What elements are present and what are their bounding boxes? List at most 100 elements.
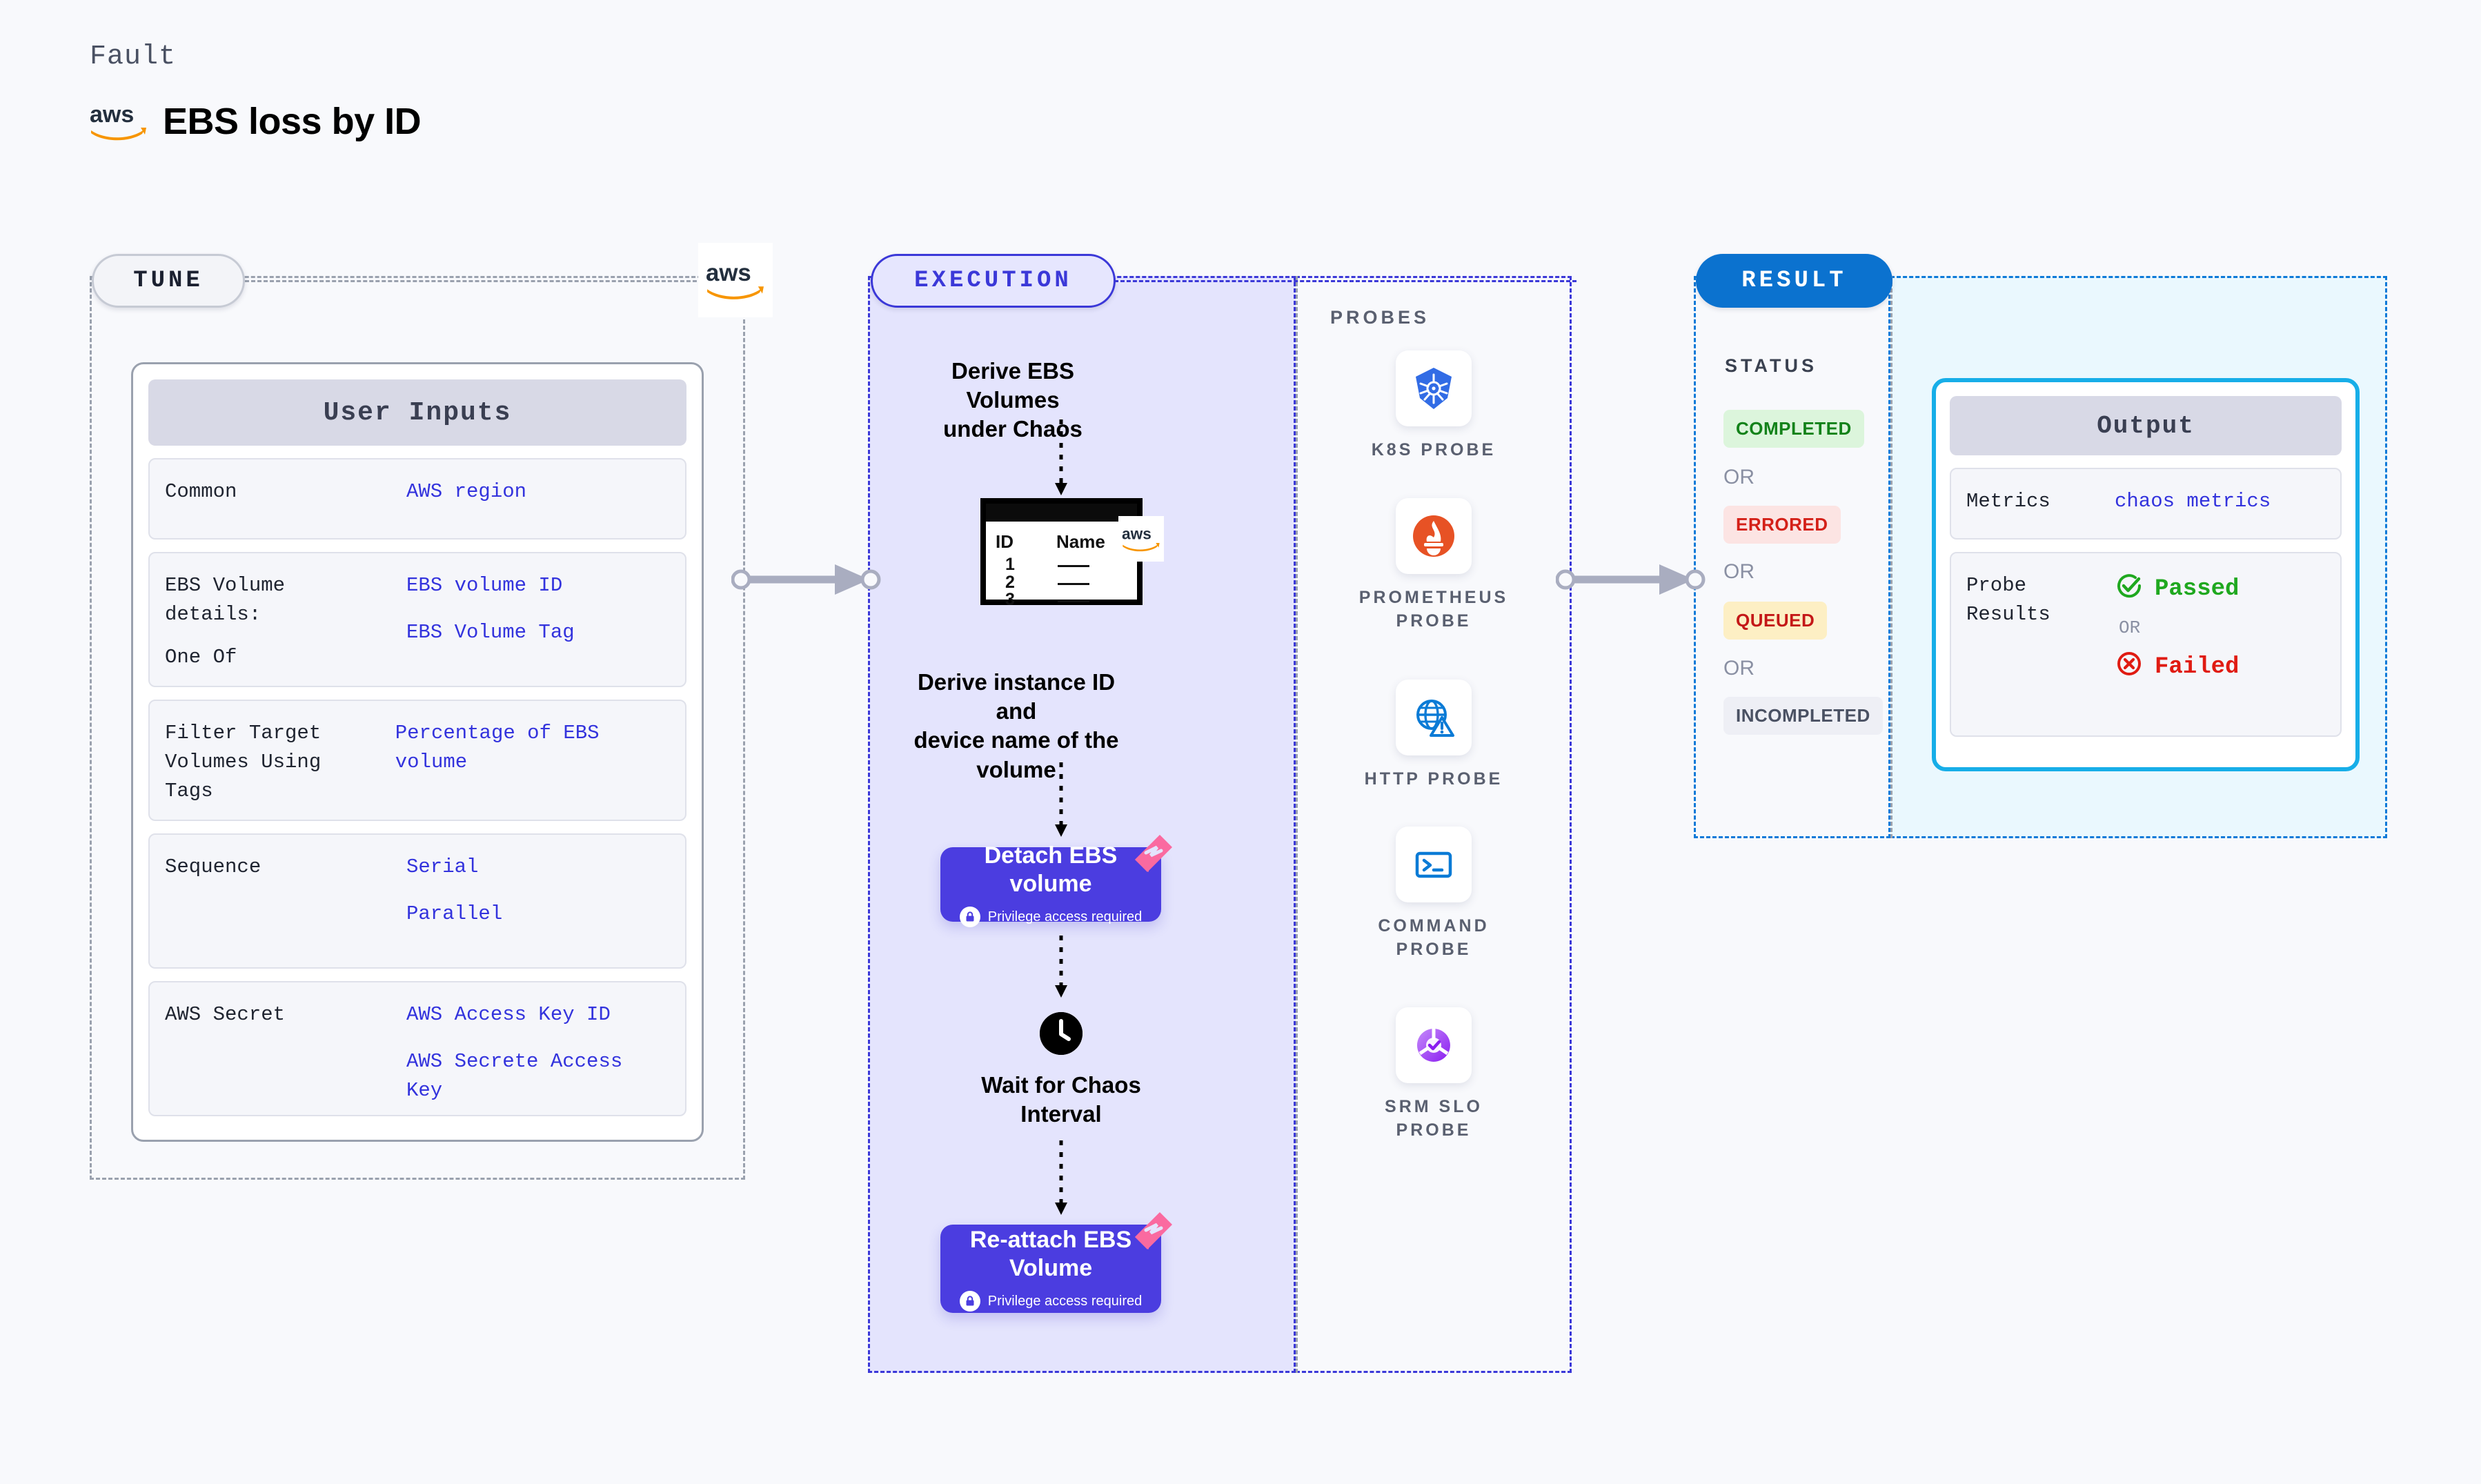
input-value[interactable]: EBS Volume Tag [406,621,575,644]
action-card-detach-ebs-volume[interactable]: Detach EBS volume Privilege access requi… [940,835,1172,928]
input-row-filter-target-volumes[interactable]: Filter Target Volumes Using Tags Percent… [148,700,686,821]
output-row-key: Metrics [1966,490,2050,513]
tune-pill[interactable]: TUNE [92,254,245,308]
step-derive-instance-label: Derive instance ID and device name of th… [902,668,1130,784]
input-value[interactable]: EBS volume ID [406,574,563,597]
output-row-probe-results[interactable]: Probe Results Passed OR [1950,552,2342,737]
step-line: Interval [1020,1101,1102,1127]
or-separator: OR [1723,560,1755,583]
probe-prometheus[interactable]: PROMETHEUS PROBE [1330,498,1537,633]
user-inputs-card: User Inputs Common AWS region EBS Volume… [131,362,704,1142]
status-section-label: STATUS [1725,355,1817,376]
step-line: Wait for Chaos [981,1072,1141,1098]
input-value[interactable]: Percentage of EBS volume [395,722,600,774]
step-derive-volumes-label: Derive EBS Volumes under Chaos [902,357,1123,444]
page-header: Fault aws EBS loss by ID [90,41,422,143]
probe-label: SRM SLO PROBE [1385,1096,1483,1142]
svg-text:aws: aws [706,259,751,286]
kubernetes-icon [1396,350,1472,426]
input-row-values: AWS Access Key ID AWS Secrete Access Key [406,1000,655,1102]
status-badge-incompleted: INCOMPLETED [1723,697,1883,735]
passed-label: Passed [2155,575,2240,602]
status-badge-queued: QUEUED [1723,602,1828,640]
volumes-table-content: ID Name 1 2 3 [980,498,1143,609]
probe-label-line: SRM SLO [1385,1097,1483,1116]
probe-label-line: PROMETHEUS [1358,588,1509,607]
privilege-note: Privilege access required [959,907,1143,928]
probe-k8s[interactable]: K8S PROBE [1330,350,1537,462]
probe-result-passed: Passed [2115,571,2239,606]
table-cell-placeholder [1058,583,1089,585]
input-row-key: Sequence [165,855,261,878]
probes-panel [1296,276,1572,1373]
probes-section-label: PROBES [1330,307,1430,328]
probe-label: COMMAND PROBE [1378,915,1489,962]
probe-label-line: PROBE [1396,939,1472,959]
execution-pill[interactable]: EXECUTION [871,254,1116,308]
tune-pill-label: TUNE [133,268,204,294]
input-row-key: AWS Secret [165,1003,286,1026]
or-separator: OR [1723,657,1755,680]
execution-top-dash [1114,280,1576,282]
arrow-to-table [1055,419,1067,495]
input-value[interactable]: Parallel [406,902,503,926]
clock-icon [1040,1012,1083,1055]
connector-tune-to-execution [731,564,881,595]
status-badge-errored: ERRORED [1723,506,1841,544]
prometheus-icon [1396,498,1472,574]
input-row-key: EBS Volume details: One Of [165,571,406,669]
key-line: Probe [1966,574,2027,597]
table-row-id: 2 [1005,573,1015,592]
key-line: details: [165,603,261,626]
probe-label-line: PROBE [1396,1120,1472,1140]
output-title: Output [1950,396,2342,455]
or-separator: OR [1723,466,1755,488]
action-title-line: Re-attach EBS [969,1226,1132,1253]
table-cell-placeholder [1058,565,1089,567]
tune-top-dash [245,280,728,282]
input-row-common[interactable]: Common AWS region [148,458,686,540]
probe-http[interactable]: HTTP PROBE [1330,680,1537,791]
input-row-ebs-volume-details[interactable]: EBS Volume details: One Of EBS volume ID… [148,552,686,687]
status-badge-label: COMPLETED [1736,418,1852,439]
title-row: aws EBS loss by ID [90,100,422,143]
check-circle-icon [2115,571,2144,606]
harness-ribbon-icon [1132,1209,1175,1252]
input-row-aws-secret[interactable]: AWS Secret AWS Access Key ID AWS Secrete… [148,981,686,1116]
probe-label: HTTP PROBE [1365,768,1503,791]
output-row-metrics[interactable]: Metrics chaos metrics [1950,468,2342,540]
input-row-sequence[interactable]: Sequence Serial Parallel [148,833,686,969]
table-row-id: 1 [1005,555,1015,574]
probe-label: K8S PROBE [1372,439,1496,462]
input-value[interactable]: Serial [406,855,479,878]
arrow-to-clock [1055,936,1067,998]
key-line: Volumes Using [165,751,322,774]
input-row-values: Percentage of EBS volume [395,719,670,802]
result-pill-label: RESULT [1741,268,1847,294]
aws-logo-icon: aws [90,101,148,141]
action-card-re-attach-ebs-volume[interactable]: Re-attach EBS Volume Privilege access re… [940,1212,1172,1313]
privilege-text: Privilege access required [987,909,1143,924]
probe-label-line: COMMAND [1378,916,1490,936]
probe-srm-slo[interactable]: SRM SLO PROBE [1330,1007,1537,1142]
key-line: Results [1966,603,2050,626]
result-pill[interactable]: RESULT [1696,254,1892,308]
probe-label-line: K8S PROBE [1371,440,1496,459]
input-value[interactable]: AWS region [406,480,527,503]
harness-ribbon-icon [1132,832,1175,875]
table-col-id: ID [996,531,1014,552]
table-card-header-bar [986,504,1137,522]
probe-label-line: HTTP PROBE [1364,769,1503,789]
output-card: Output Metrics chaos metrics Probe Resul… [1932,378,2360,771]
input-value[interactable]: AWS Secrete Access Key [406,1050,623,1102]
execution-panel [868,276,1296,1373]
privilege-note: Privilege access required [959,1291,1142,1312]
key-line: Filter Target [165,722,322,744]
action-title: Detach EBS volume [984,842,1118,897]
input-value[interactable]: AWS Access Key ID [406,1003,611,1026]
step-line: Derive EBS Volumes [951,358,1074,413]
input-row-key: Filter Target Volumes Using Tags [165,719,395,802]
probe-command[interactable]: COMMAND PROBE [1330,827,1537,962]
output-row-value[interactable]: chaos metrics [2115,490,2271,513]
status-badge-label: QUEUED [1736,610,1815,631]
